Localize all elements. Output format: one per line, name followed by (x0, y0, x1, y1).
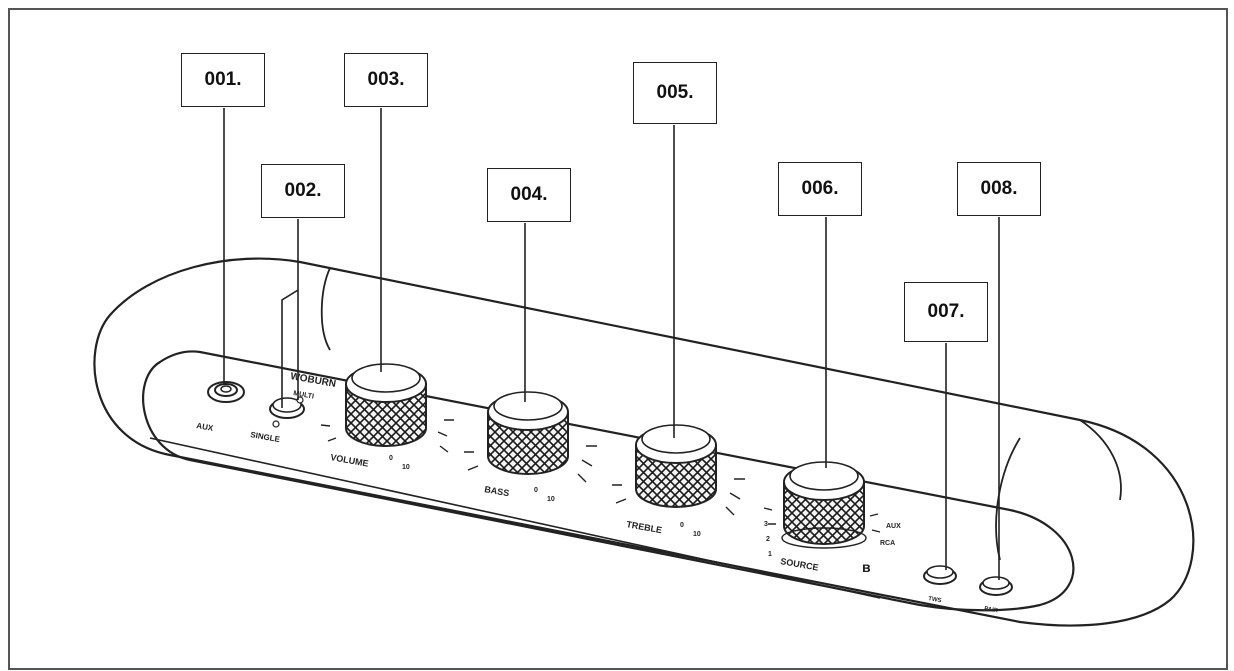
single-multi-button (269, 396, 305, 428)
callout-002: 002. (261, 164, 345, 218)
bluetooth-icon: ʙ (862, 559, 871, 575)
callout-001: 001. (181, 53, 265, 107)
source-option-rca: RCA (880, 540, 895, 547)
treble-min-label: 0 (680, 522, 684, 529)
source-label: SOURCE (780, 556, 820, 573)
leader-lines (223, 108, 1000, 580)
callout-004: 004. (487, 168, 571, 222)
multi-label: MULTI (293, 390, 315, 401)
callout-003: 003. (344, 53, 428, 107)
callout-006: 006. (778, 162, 862, 216)
volume-max-label: 10 (402, 464, 410, 471)
bass-min-label: 0 (534, 487, 538, 494)
diagram-frame (8, 8, 1228, 670)
source-option-3: 3 (764, 521, 768, 528)
callout-008: 008. (957, 162, 1041, 216)
source-option-2: 2 (766, 536, 770, 543)
bass-knob (464, 391, 597, 483)
source-option-1: 1 (768, 551, 772, 558)
callout-007: 007. (904, 282, 988, 342)
treble-knob (612, 424, 745, 516)
tws-button (923, 565, 957, 585)
pair-label: PAIR (984, 606, 999, 614)
aux-label: AUX (196, 421, 215, 433)
bass-max-label: 10 (547, 496, 555, 503)
tws-label: TWS (928, 596, 942, 604)
speaker-shell-outline (93, 257, 1195, 627)
source-option-aux: AUX (886, 523, 901, 530)
leader-line-002 (281, 219, 299, 408)
volume-min-label: 0 (389, 455, 393, 462)
speaker-shell-inner-line (320, 267, 331, 351)
speaker-shell-right-curve (995, 419, 1122, 561)
treble-label: TREBLE (626, 519, 663, 535)
treble-max-label: 10 (693, 531, 701, 538)
bass-label: BASS (484, 484, 510, 498)
volume-label: VOLUME (330, 452, 370, 469)
pair-button (979, 576, 1013, 596)
aux-jack (207, 381, 245, 403)
single-label: SINGLE (250, 430, 282, 444)
volume-knob (320, 363, 454, 453)
control-panel-outline (142, 350, 1075, 612)
source-knob (763, 461, 881, 549)
control-panel-lower-edge (149, 437, 881, 599)
callout-005: 005. (633, 62, 717, 124)
